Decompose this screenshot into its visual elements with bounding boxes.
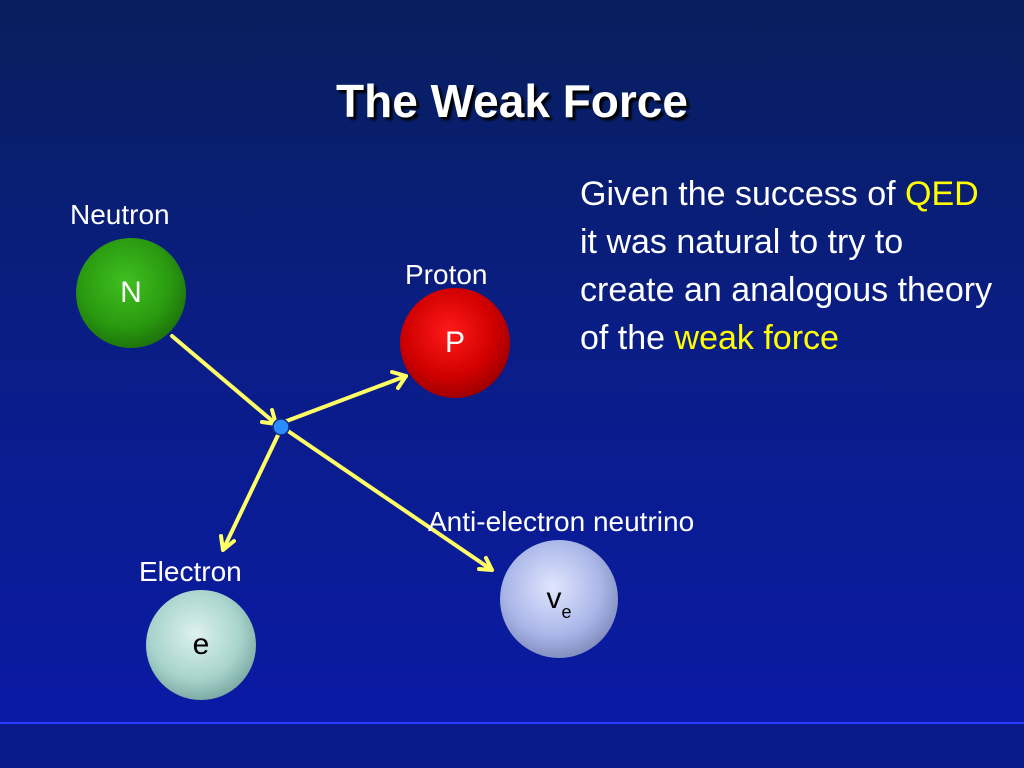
footer-divider bbox=[0, 722, 1024, 724]
neutrino-symbol-main: v bbox=[546, 582, 562, 615]
explanation-part-1: Given the success of bbox=[580, 175, 906, 213]
explanation-part-2: it was natural to try to create an analo… bbox=[580, 223, 993, 357]
arrow-vertex-to-electron bbox=[219, 431, 281, 552]
electron-symbol: e bbox=[192, 628, 210, 661]
proton-caption: Proton bbox=[405, 259, 488, 290]
qed-highlight: QED bbox=[905, 175, 979, 213]
electron-caption: Electron bbox=[139, 556, 242, 587]
weak-force-highlight: weak force bbox=[674, 319, 839, 357]
slide-title: The Weak Force bbox=[336, 75, 688, 127]
neutron-particle: N bbox=[76, 238, 186, 348]
neutron-caption: Neutron bbox=[70, 199, 170, 230]
arrow-neutron-to-vertex bbox=[170, 334, 278, 426]
footer-band bbox=[0, 724, 1024, 768]
proton-symbol: P bbox=[444, 326, 465, 359]
neutrino-particle: ve bbox=[500, 540, 618, 658]
explanation-text: Given the success of QED it was natural … bbox=[580, 170, 1000, 362]
arrow-vertex-to-neutrino bbox=[286, 429, 494, 572]
neutrino-symbol-subscript: e bbox=[561, 602, 572, 622]
electron-particle: e bbox=[146, 590, 256, 700]
proton-particle: P bbox=[400, 288, 510, 398]
neutrino-caption: Anti-electron neutrino bbox=[428, 506, 695, 537]
neutron-symbol: N bbox=[120, 276, 142, 309]
arrow-vertex-to-proton bbox=[282, 370, 408, 424]
interaction-vertex bbox=[272, 418, 290, 436]
neutrino-symbol: ve bbox=[546, 582, 571, 622]
